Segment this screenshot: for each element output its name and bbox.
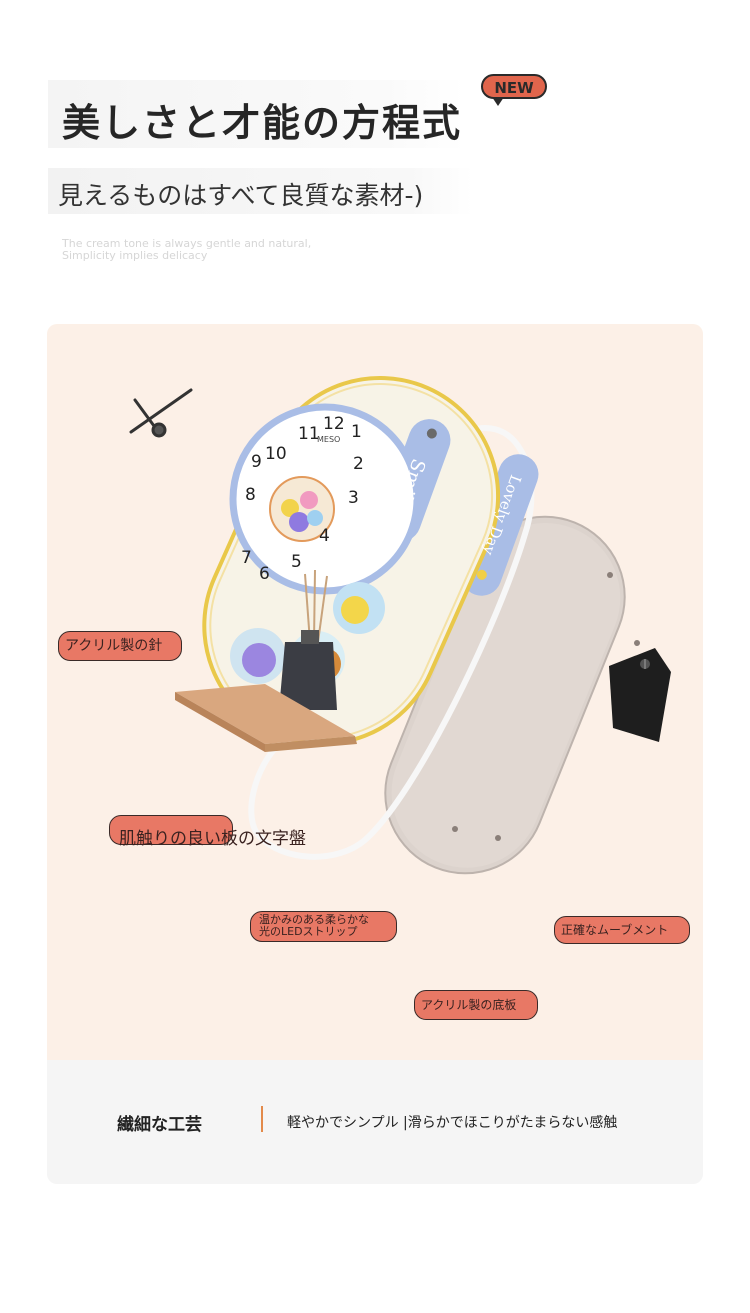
clock-number: 3 bbox=[348, 488, 359, 508]
callout-acrylic-base: アクリル製の底板 bbox=[414, 990, 538, 1020]
clock-number: 1 bbox=[351, 422, 362, 442]
title-background bbox=[48, 80, 466, 148]
page-title: 美しさと才能の方程式 bbox=[62, 101, 463, 145]
new-badge: NEW bbox=[481, 74, 547, 99]
footer-divider bbox=[261, 1106, 263, 1132]
clock-brand: MESO bbox=[317, 435, 341, 444]
product-illustration-panel: 12 1 2 3 4 5 6 7 8 9 10 11 MESO Smile Lo… bbox=[47, 324, 703, 1060]
diffuser-bottle-icon bbox=[279, 569, 337, 710]
english-caption: The cream tone is always gentle and natu… bbox=[62, 237, 312, 262]
clock-number: 8 bbox=[245, 485, 256, 505]
clock-number: 5 bbox=[291, 552, 302, 572]
clock-number: 7 bbox=[241, 548, 252, 568]
craft-footer: 繊細な工芸 軽やかでシンプル |滑らかでほこりがたまらない感触 bbox=[47, 1060, 703, 1184]
clock-hands-icon bbox=[129, 388, 193, 438]
exploded-clock-illustration bbox=[129, 375, 671, 875]
clock-number: 6 bbox=[259, 564, 270, 584]
callout-dial-face: 肌触りの良い板の文字盤 bbox=[119, 829, 306, 849]
callout-acrylic-hands: アクリル製の針 bbox=[58, 631, 182, 661]
callout-dial-face-highlight bbox=[109, 815, 233, 845]
subtitle-background bbox=[48, 168, 473, 214]
callout-led-strip: 温かみのある柔らかな 光のLEDストリップ bbox=[250, 911, 397, 942]
clock-number: 9 bbox=[251, 452, 262, 472]
clock-number: 12 bbox=[323, 414, 345, 434]
callout-movement: 正確なムーブメント bbox=[554, 916, 690, 944]
clock-number: 10 bbox=[265, 444, 287, 464]
page-subtitle: 見えるものはすべて良質な素材-) bbox=[58, 181, 424, 210]
clock-number: 11 bbox=[298, 424, 320, 444]
movement-box-icon bbox=[609, 648, 671, 742]
footer-description: 軽やかでシンプル |滑らかでほこりがたまらない感触 bbox=[287, 1115, 618, 1131]
footer-title: 繊細な工芸 bbox=[117, 1115, 202, 1135]
clock-number: 4 bbox=[319, 526, 330, 546]
clock-number: 2 bbox=[353, 454, 364, 474]
wooden-shelf bbox=[175, 684, 357, 752]
badge-tail-icon bbox=[492, 97, 504, 106]
